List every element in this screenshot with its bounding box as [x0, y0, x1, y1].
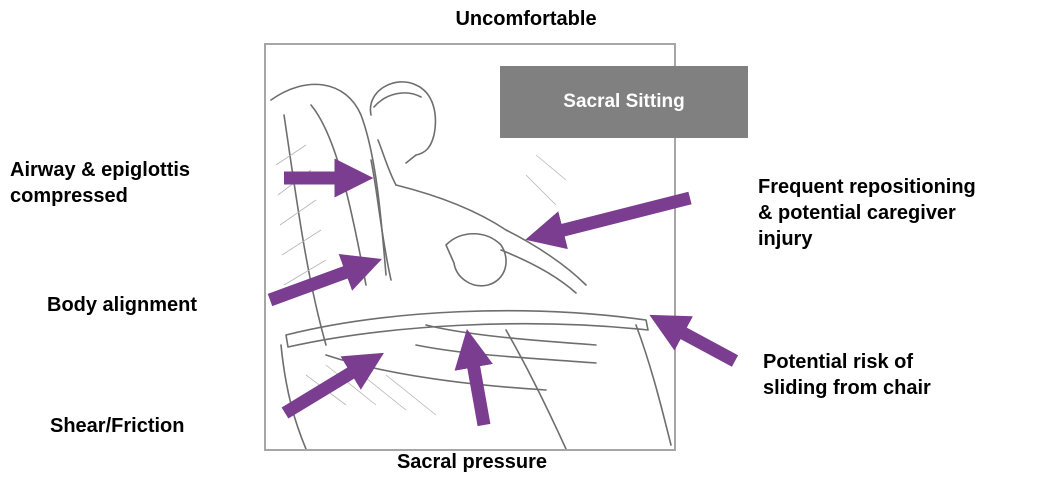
label-sliding-risk: Potential risk of sliding from chair [763, 349, 931, 401]
label-shear-friction: Shear/Friction [50, 413, 184, 439]
arrow-repositioning [548, 198, 690, 234]
label-line: & potential caregiver [758, 200, 976, 226]
label-airway-compressed: Airway & epiglottis compressed [10, 157, 190, 209]
label-line: Frequent repositioning [758, 174, 976, 200]
label-line: sliding from chair [763, 375, 931, 401]
label-frequent-repositioning: Frequent repositioning & potential careg… [758, 174, 976, 252]
label-line: compressed [10, 183, 190, 209]
label-line: Potential risk of [763, 349, 931, 375]
label-body-alignment: Body alignment [47, 292, 197, 318]
arrow-body-alignment [270, 267, 360, 300]
label-sacral-pressure: Sacral pressure [266, 449, 678, 475]
arrow-shear [285, 365, 364, 413]
label-line: Airway & epiglottis [10, 157, 190, 183]
label-line: injury [758, 226, 976, 252]
arrow-sacral-pressure [471, 352, 484, 425]
arrow-sliding [670, 326, 735, 361]
